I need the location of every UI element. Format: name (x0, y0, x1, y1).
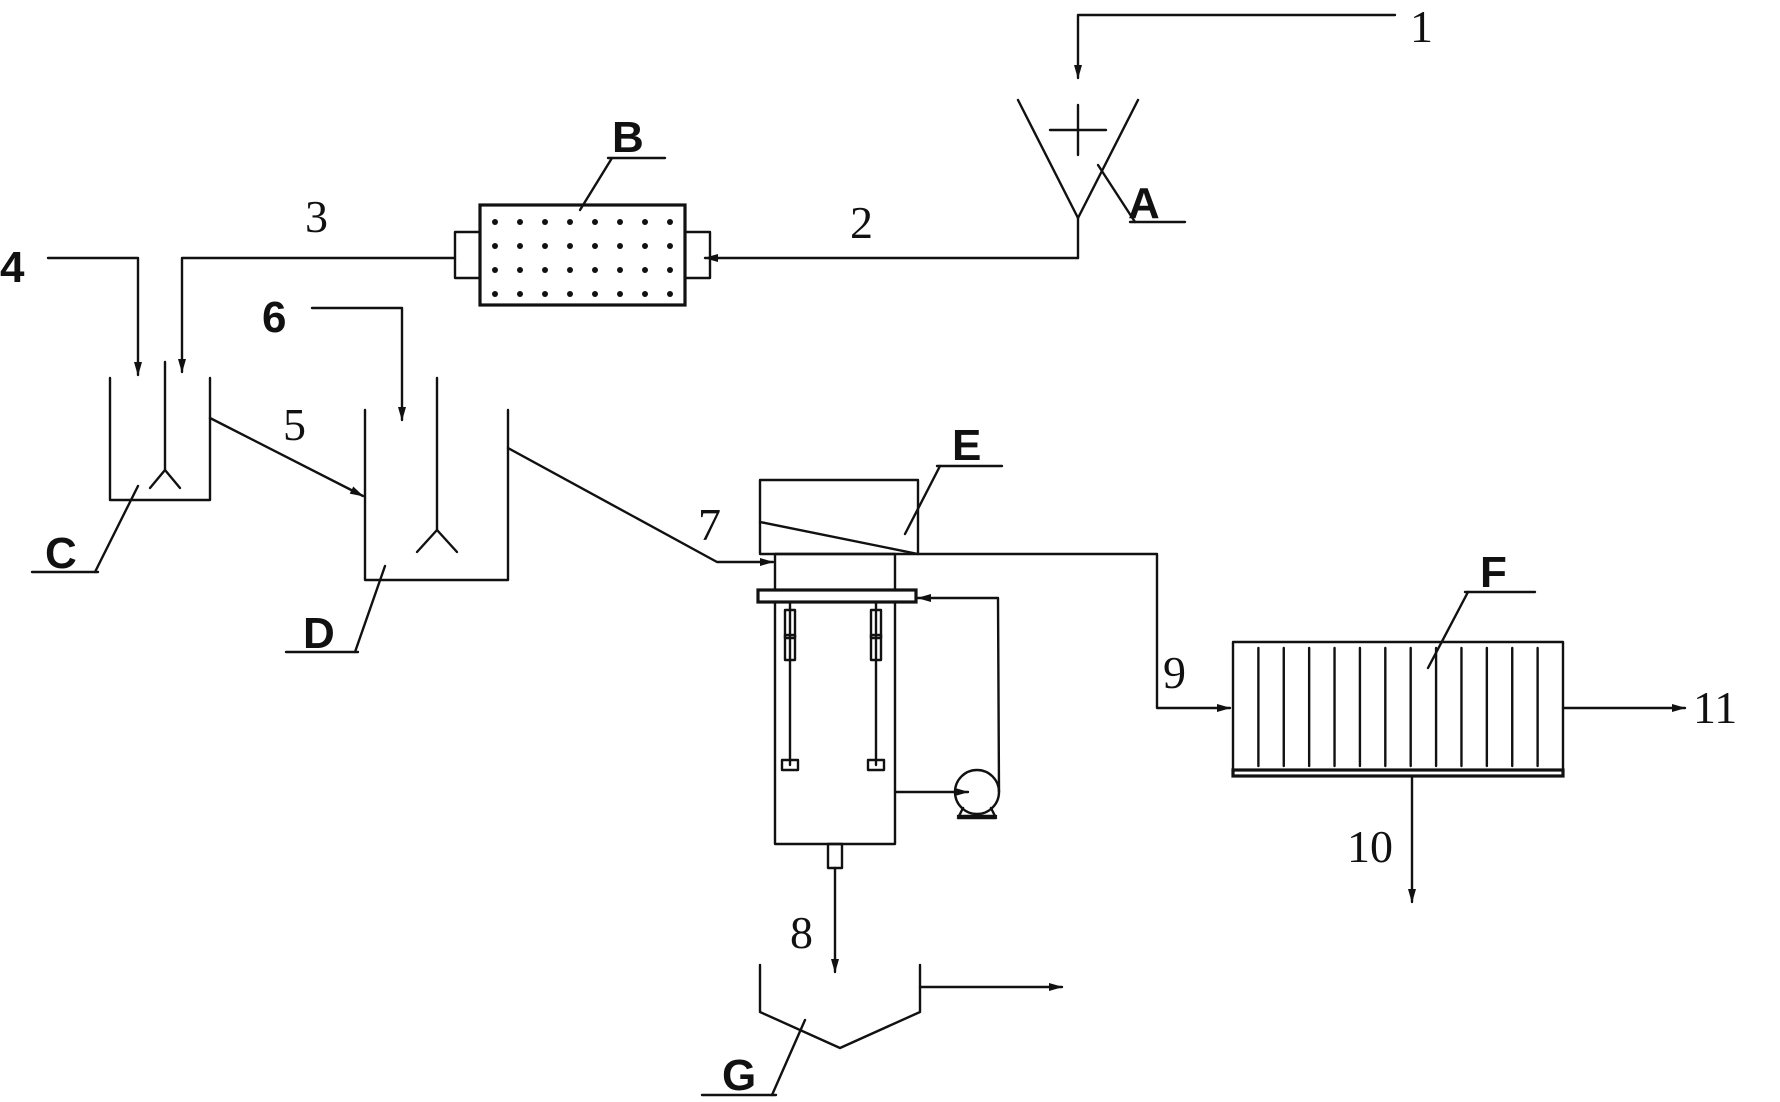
mill-ball-dot (617, 219, 623, 225)
stream-5-line (208, 416, 365, 498)
label-stream-5: 5 (283, 399, 306, 450)
mill-ball-dot (642, 219, 648, 225)
mill-ball-dot (517, 267, 523, 273)
pump-icon (953, 768, 1001, 820)
leader-g (770, 1018, 807, 1097)
mill-ball-dot (517, 243, 523, 249)
mill-ball-dot (617, 267, 623, 273)
mill-ball-dot (567, 267, 573, 273)
vessel-g (758, 963, 922, 1050)
label-unit-c: C (45, 529, 77, 578)
mill-ball-dot (517, 291, 523, 297)
leader-c (93, 484, 140, 574)
separator-e (756, 478, 920, 870)
mill-ball-dot (667, 267, 673, 273)
label-stream-1: 1 (1410, 1, 1433, 52)
tank-d (363, 376, 510, 582)
label-stream-11: 11 (1693, 682, 1737, 733)
label-unit-d: D (303, 609, 335, 658)
stream-7-line (506, 446, 775, 566)
mill-ball-dot (492, 219, 498, 225)
leader-f (1426, 590, 1470, 670)
leader-b (578, 156, 614, 212)
recycle-line (916, 594, 1001, 794)
filter-press-f (1231, 640, 1565, 778)
label-unit-b: B (612, 113, 644, 162)
stream-1-line (1074, 13, 1397, 80)
mill-ball-dot (667, 243, 673, 249)
mill-ball-dot (592, 243, 598, 249)
mill-ball-dot (642, 291, 648, 297)
ball-mill-b (453, 203, 712, 307)
mill-ball-dot (642, 243, 648, 249)
hopper-a (1016, 98, 1140, 260)
mill-ball-dot (542, 219, 548, 225)
mill-ball-dot (642, 267, 648, 273)
mill-ball-dot (492, 291, 498, 297)
mill-ball-dot (592, 267, 598, 273)
label-stream-6: 6 (262, 293, 286, 342)
mill-ball-dot (617, 243, 623, 249)
leader-e (903, 464, 942, 536)
label-stream-8: 8 (790, 907, 813, 958)
label-stream-2: 2 (850, 197, 873, 248)
mill-ball-dot (542, 267, 548, 273)
mill-ball-dot (567, 219, 573, 225)
label-stream-4: 4 (0, 243, 25, 292)
mill-ball-dot (667, 291, 673, 297)
label-stream-10: 10 (1347, 821, 1393, 872)
stream-6-line (310, 306, 406, 422)
label-stream-7: 7 (698, 499, 721, 550)
stream-3-line (178, 256, 457, 374)
mill-ball-dot (567, 291, 573, 297)
mill-ball-dot (592, 219, 598, 225)
mill-balls (492, 219, 673, 297)
mill-ball-dot (567, 243, 573, 249)
tank-c (108, 360, 212, 502)
label-unit-g: G (722, 1051, 756, 1100)
label-stream-9: 9 (1163, 647, 1186, 698)
label-unit-f: F (1480, 548, 1507, 597)
mill-ball-dot (517, 219, 523, 225)
filter-plates (1257, 646, 1539, 768)
mill-ball-dot (542, 291, 548, 297)
leader-a (1096, 163, 1137, 224)
label-unit-a: A (1128, 179, 1160, 228)
mill-ball-dot (542, 243, 548, 249)
leader-d (353, 564, 387, 654)
mill-ball-dot (617, 291, 623, 297)
label-stream-3: 3 (305, 191, 328, 242)
mill-ball-dot (592, 291, 598, 297)
mill-ball-dot (492, 243, 498, 249)
mill-ball-dot (492, 267, 498, 273)
stream-4-line (46, 256, 142, 377)
stream-9-line (916, 552, 1232, 712)
mill-ball-dot (667, 219, 673, 225)
label-unit-e: E (952, 421, 981, 470)
